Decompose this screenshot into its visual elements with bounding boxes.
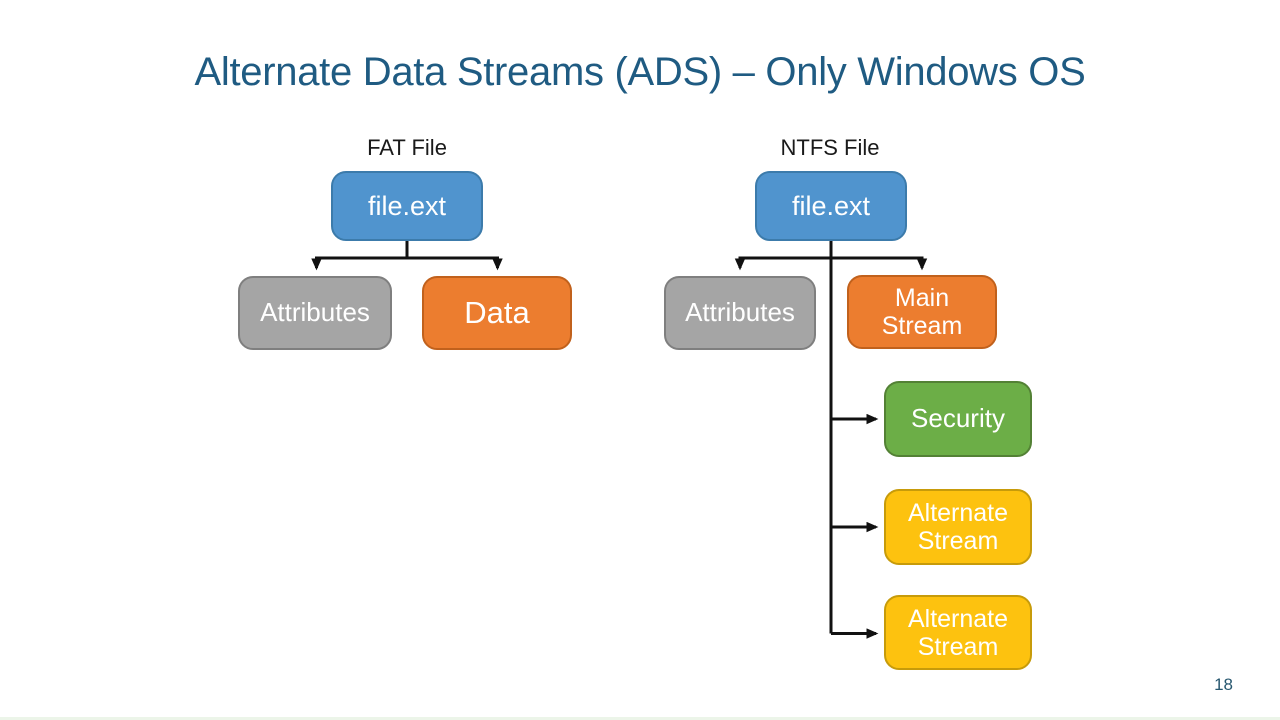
ntfs-main-stream-node: Main Stream [847,275,997,349]
fat-attributes-node: Attributes [238,276,392,350]
bottom-strip [0,717,1280,720]
slide-title: Alternate Data Streams (ADS) – Only Wind… [194,50,1086,94]
ntfs-security-stream-node: Security [884,381,1032,457]
fat-connectors [311,241,503,271]
fat-tree-label: FAT File [367,135,447,160]
page-number: 18 [1214,675,1233,694]
fat-data-node: Data [422,276,572,350]
ntfs-tree-label: NTFS File [780,135,880,160]
ntfs-connectors [734,241,928,639]
ntfs-attributes-node: Attributes [664,276,816,350]
ntfs-alternate-stream-node-2: Alternate Stream [884,595,1032,670]
fat-file-ext-node: file.ext [331,171,483,241]
ntfs-file-ext-node: file.ext [755,171,907,241]
ntfs-alternate-stream-node-1: Alternate Stream [884,489,1032,565]
